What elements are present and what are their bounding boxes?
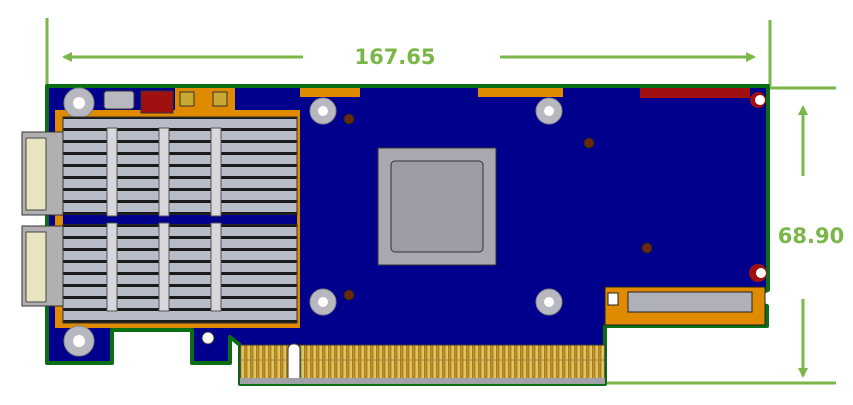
edge-strip <box>240 378 605 384</box>
heatsink-top <box>62 116 298 216</box>
heatsink-clips <box>106 127 222 312</box>
height-label: 68.90 <box>778 224 844 248</box>
red-pad <box>640 88 750 98</box>
qsfp-port <box>21 131 65 216</box>
sma-connector <box>179 91 195 107</box>
sma-connector <box>212 91 228 107</box>
side-connector <box>627 291 753 313</box>
edge-connector <box>239 344 606 384</box>
mounting-hole <box>755 95 765 105</box>
side-hole <box>607 292 619 306</box>
height-dimension: 68.90 <box>600 86 844 385</box>
width-label: 167.65 <box>354 45 435 69</box>
heatsink-bottom <box>62 223 298 324</box>
copper-strip <box>478 88 563 97</box>
qsfp-port <box>21 225 65 307</box>
vias <box>343 113 653 301</box>
width-dimension: 167.65 <box>45 18 772 86</box>
power-connector <box>140 90 174 114</box>
heatsink-gap <box>63 215 297 224</box>
mounting-hole <box>756 268 766 278</box>
fan-connector <box>103 90 135 110</box>
chip-lid <box>390 160 484 253</box>
copper-strip <box>300 88 360 97</box>
